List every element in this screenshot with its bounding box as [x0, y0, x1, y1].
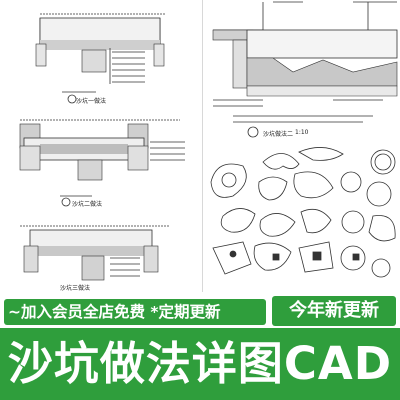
sandpit-section-1-drawing [35, 13, 165, 104]
section-1-label: 沙坑一做法 [76, 98, 107, 105]
title-banner [0, 328, 400, 400]
detail-section-panel: 沙坑做法二 1:10 [203, 0, 400, 142]
section-3-label: 沙坑三做法 [60, 285, 91, 292]
sandpit-plan-shapes-panel [203, 142, 400, 294]
sandpit-section-3-drawing [20, 225, 170, 281]
sandpit-plan-shapes [210, 147, 396, 278]
membership-promo-label: ~加入会员全店免费 *定期更新 [4, 299, 266, 325]
sandpit-sections-panel: 沙坑一做法 沙坑二做法 沙坑三做法 [0, 0, 203, 292]
main-title: 沙坑做法详图CAD [7, 337, 393, 390]
new-update-badge: 今年新更新 [272, 296, 396, 326]
detail-label: 沙坑做法二 [263, 131, 294, 138]
detail-section-drawing [212, 1, 398, 138]
detail-scale: 1:10 [295, 129, 309, 136]
cad-drawing-preview: 沙坑一做法 沙坑二做法 沙坑三做法 [0, 0, 400, 294]
sandpit-section-2-drawing [19, 119, 185, 207]
section-2-label: 沙坑二做法 [72, 201, 103, 208]
